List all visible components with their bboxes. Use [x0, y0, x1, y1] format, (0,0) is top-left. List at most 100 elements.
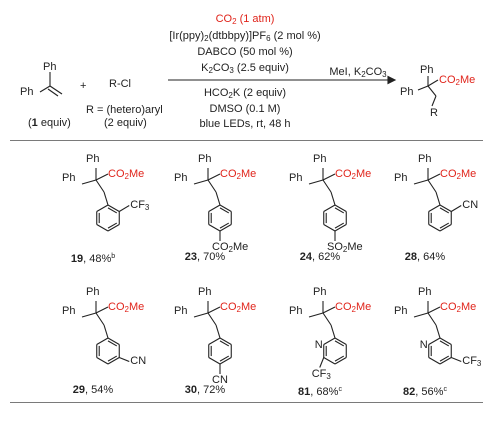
ring-bond — [428, 357, 441, 365]
ring-bond — [439, 337, 452, 345]
ring-bond — [439, 204, 452, 212]
bond-substituent — [118, 205, 130, 212]
ph-label-left: Ph — [289, 305, 303, 317]
ring-bond — [428, 224, 441, 232]
substituent-cn: CN — [212, 374, 228, 386]
ester-label: CO2Me — [220, 168, 257, 181]
ph-label-left: Ph — [174, 172, 188, 184]
substituent-cn: CN — [462, 198, 479, 211]
bond-ring-attach — [330, 191, 336, 206]
bond-ring-attach — [103, 191, 109, 206]
ph-label-left: Ph — [289, 172, 303, 184]
compound-label-19: 19, 48%b — [70, 253, 116, 265]
ring-double-bond — [219, 355, 230, 362]
divider-bottom — [10, 402, 483, 403]
ph-label-left: Ph — [394, 305, 408, 317]
ring-double-bond — [219, 207, 230, 214]
ring-bond — [439, 224, 452, 232]
substituent-cn: CN — [130, 354, 147, 367]
bond-ester — [427, 173, 441, 181]
substituent-co2me: CO2Me — [212, 241, 249, 254]
bond-ring-attach — [435, 324, 441, 339]
ring-bond — [107, 357, 120, 365]
ph-label-top: Ph — [313, 153, 327, 165]
ring-bond — [107, 337, 120, 345]
bond-substituent — [119, 356, 130, 363]
pyridine-n: N — [314, 338, 323, 351]
ring-double-bond — [439, 207, 450, 214]
bond-ester — [322, 173, 336, 181]
bond-ph-left — [308, 179, 324, 185]
ring-double-bond — [334, 207, 345, 214]
bond-substituent — [450, 205, 462, 212]
product-ester: CO2Me — [439, 74, 476, 87]
bond-substituent — [319, 357, 325, 368]
bond-ester — [207, 306, 221, 314]
ring-double-bond — [439, 355, 450, 362]
ph-label-left: Ph — [174, 305, 188, 317]
bond-ester — [322, 306, 336, 314]
bond-ring-attach — [103, 324, 109, 339]
ester-label: CO2Me — [220, 301, 257, 314]
substituent-cf3: CF3 — [130, 198, 150, 212]
condition-light: blue LEDs, rt, 48 h — [199, 118, 291, 130]
bond-ph-left — [193, 179, 209, 185]
condition-dmso: DMSO (0.1 M) — [209, 103, 281, 115]
bond-ch2 — [207, 179, 217, 193]
bond-ester — [95, 173, 109, 181]
ring-double-bond — [219, 340, 230, 347]
ring-bond — [323, 337, 336, 345]
reactant1-ph-top: Ph — [43, 61, 57, 73]
bond-ph-left — [81, 179, 97, 185]
ring-double-bond — [219, 222, 230, 229]
ring-bond — [219, 337, 232, 345]
divider-top — [10, 140, 483, 141]
substituent-cf3: CF3 — [462, 354, 482, 368]
bond-ch2 — [427, 312, 437, 326]
compound-label-24: 24, 62% — [299, 251, 341, 263]
ph-label-top: Ph — [86, 153, 100, 165]
ester-label: CO2Me — [108, 168, 145, 181]
ring-double-bond — [439, 222, 450, 229]
bond-ph-left — [308, 312, 324, 318]
ring-bond — [107, 204, 120, 212]
bond-ester — [427, 306, 441, 314]
ring-bond — [334, 224, 347, 232]
compound-label-23: 23, 70% — [184, 251, 226, 263]
ester-label: CO2Me — [335, 168, 372, 181]
compound-label-81: 81, 68%c — [298, 386, 342, 398]
ring-bond — [96, 337, 109, 345]
ring-bond — [96, 204, 109, 212]
bond-ch2 — [322, 179, 332, 193]
reactant1-equiv: (1 equiv) — [28, 117, 71, 129]
ring-bond — [219, 357, 232, 365]
ring-bond — [208, 224, 221, 232]
reactant2-equiv: (2 equiv) — [104, 117, 147, 129]
ring-bond — [208, 357, 221, 365]
ring-bond — [323, 357, 336, 365]
ring-double-bond — [334, 222, 345, 229]
product-ph-left: Ph — [400, 86, 414, 98]
product-r: R — [430, 107, 438, 119]
product-ph-top: Ph — [420, 64, 434, 76]
ring-double-bond — [439, 340, 450, 347]
ester-label: CO2Me — [440, 168, 477, 181]
ph-label-top: Ph — [418, 153, 432, 165]
condition-hco2k: HCO2K (2 equiv) — [203, 87, 287, 100]
ring-bond — [208, 204, 221, 212]
condition-k2co3: K2CO3 (2.5 equiv) — [201, 62, 289, 75]
ring-bond — [334, 204, 347, 212]
bond-ring-attach — [435, 191, 441, 206]
ring-bond — [219, 204, 232, 212]
ring-bond — [219, 224, 232, 232]
compound-label-82: 82, 56%c — [403, 386, 447, 398]
substituent-cf3: CF3 — [311, 367, 331, 381]
ester-label: CO2Me — [108, 301, 145, 314]
ring-bond — [439, 357, 452, 365]
bond-ch2 — [427, 179, 437, 193]
compound-label-30: 30, 72% — [184, 384, 226, 396]
ring-double-bond — [107, 222, 118, 229]
compound-label-29: 29, 54% — [72, 384, 114, 396]
